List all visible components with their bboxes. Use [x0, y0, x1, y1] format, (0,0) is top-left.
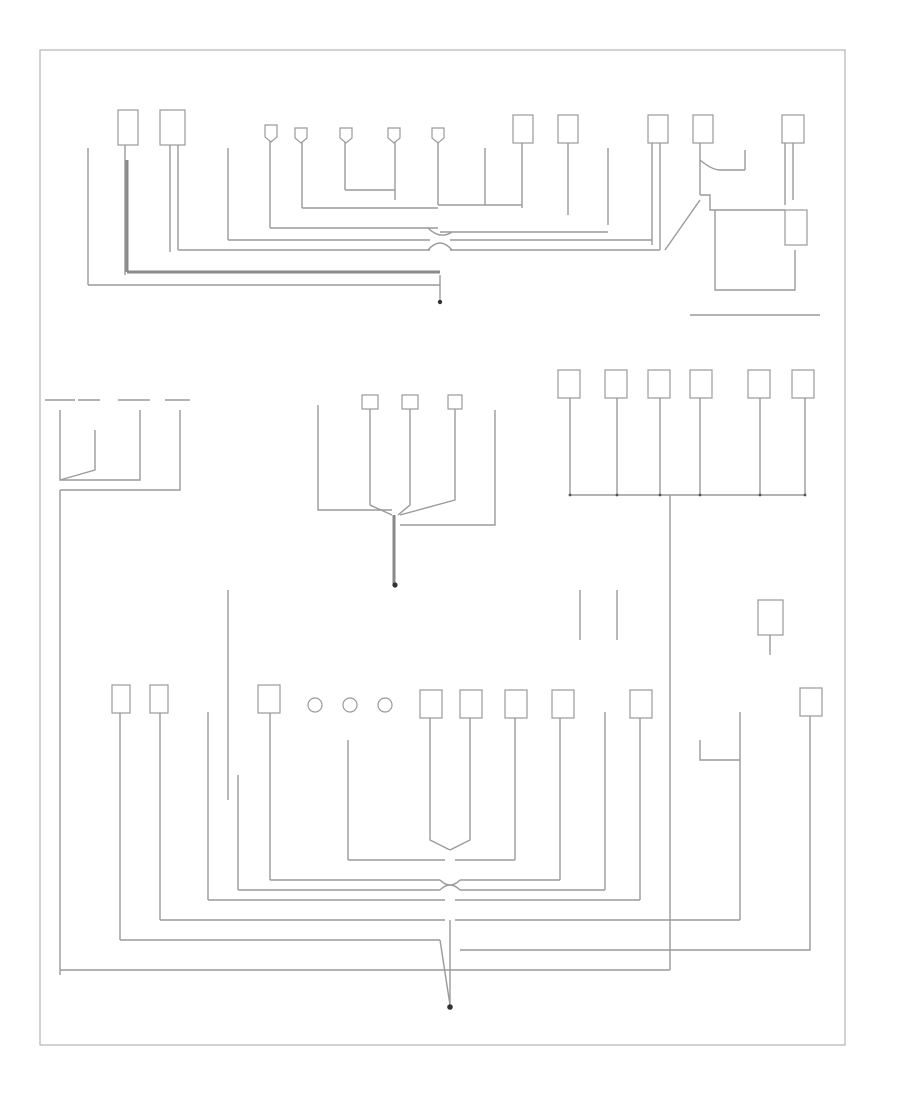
- top-ground-splice: [437, 299, 443, 305]
- top-component-boxes: [117, 109, 805, 146]
- diagram-frame: [39, 49, 846, 1046]
- main-ground-point: [447, 1004, 453, 1010]
- middle-left-wiring: [45, 399, 190, 975]
- middle-right-wiring: [557, 314, 820, 970]
- bottom-wiring: [60, 590, 823, 1006]
- top-section-wiring: [87, 140, 808, 300]
- center-ground-point: [392, 582, 398, 588]
- middle-center-wiring: [317, 394, 496, 585]
